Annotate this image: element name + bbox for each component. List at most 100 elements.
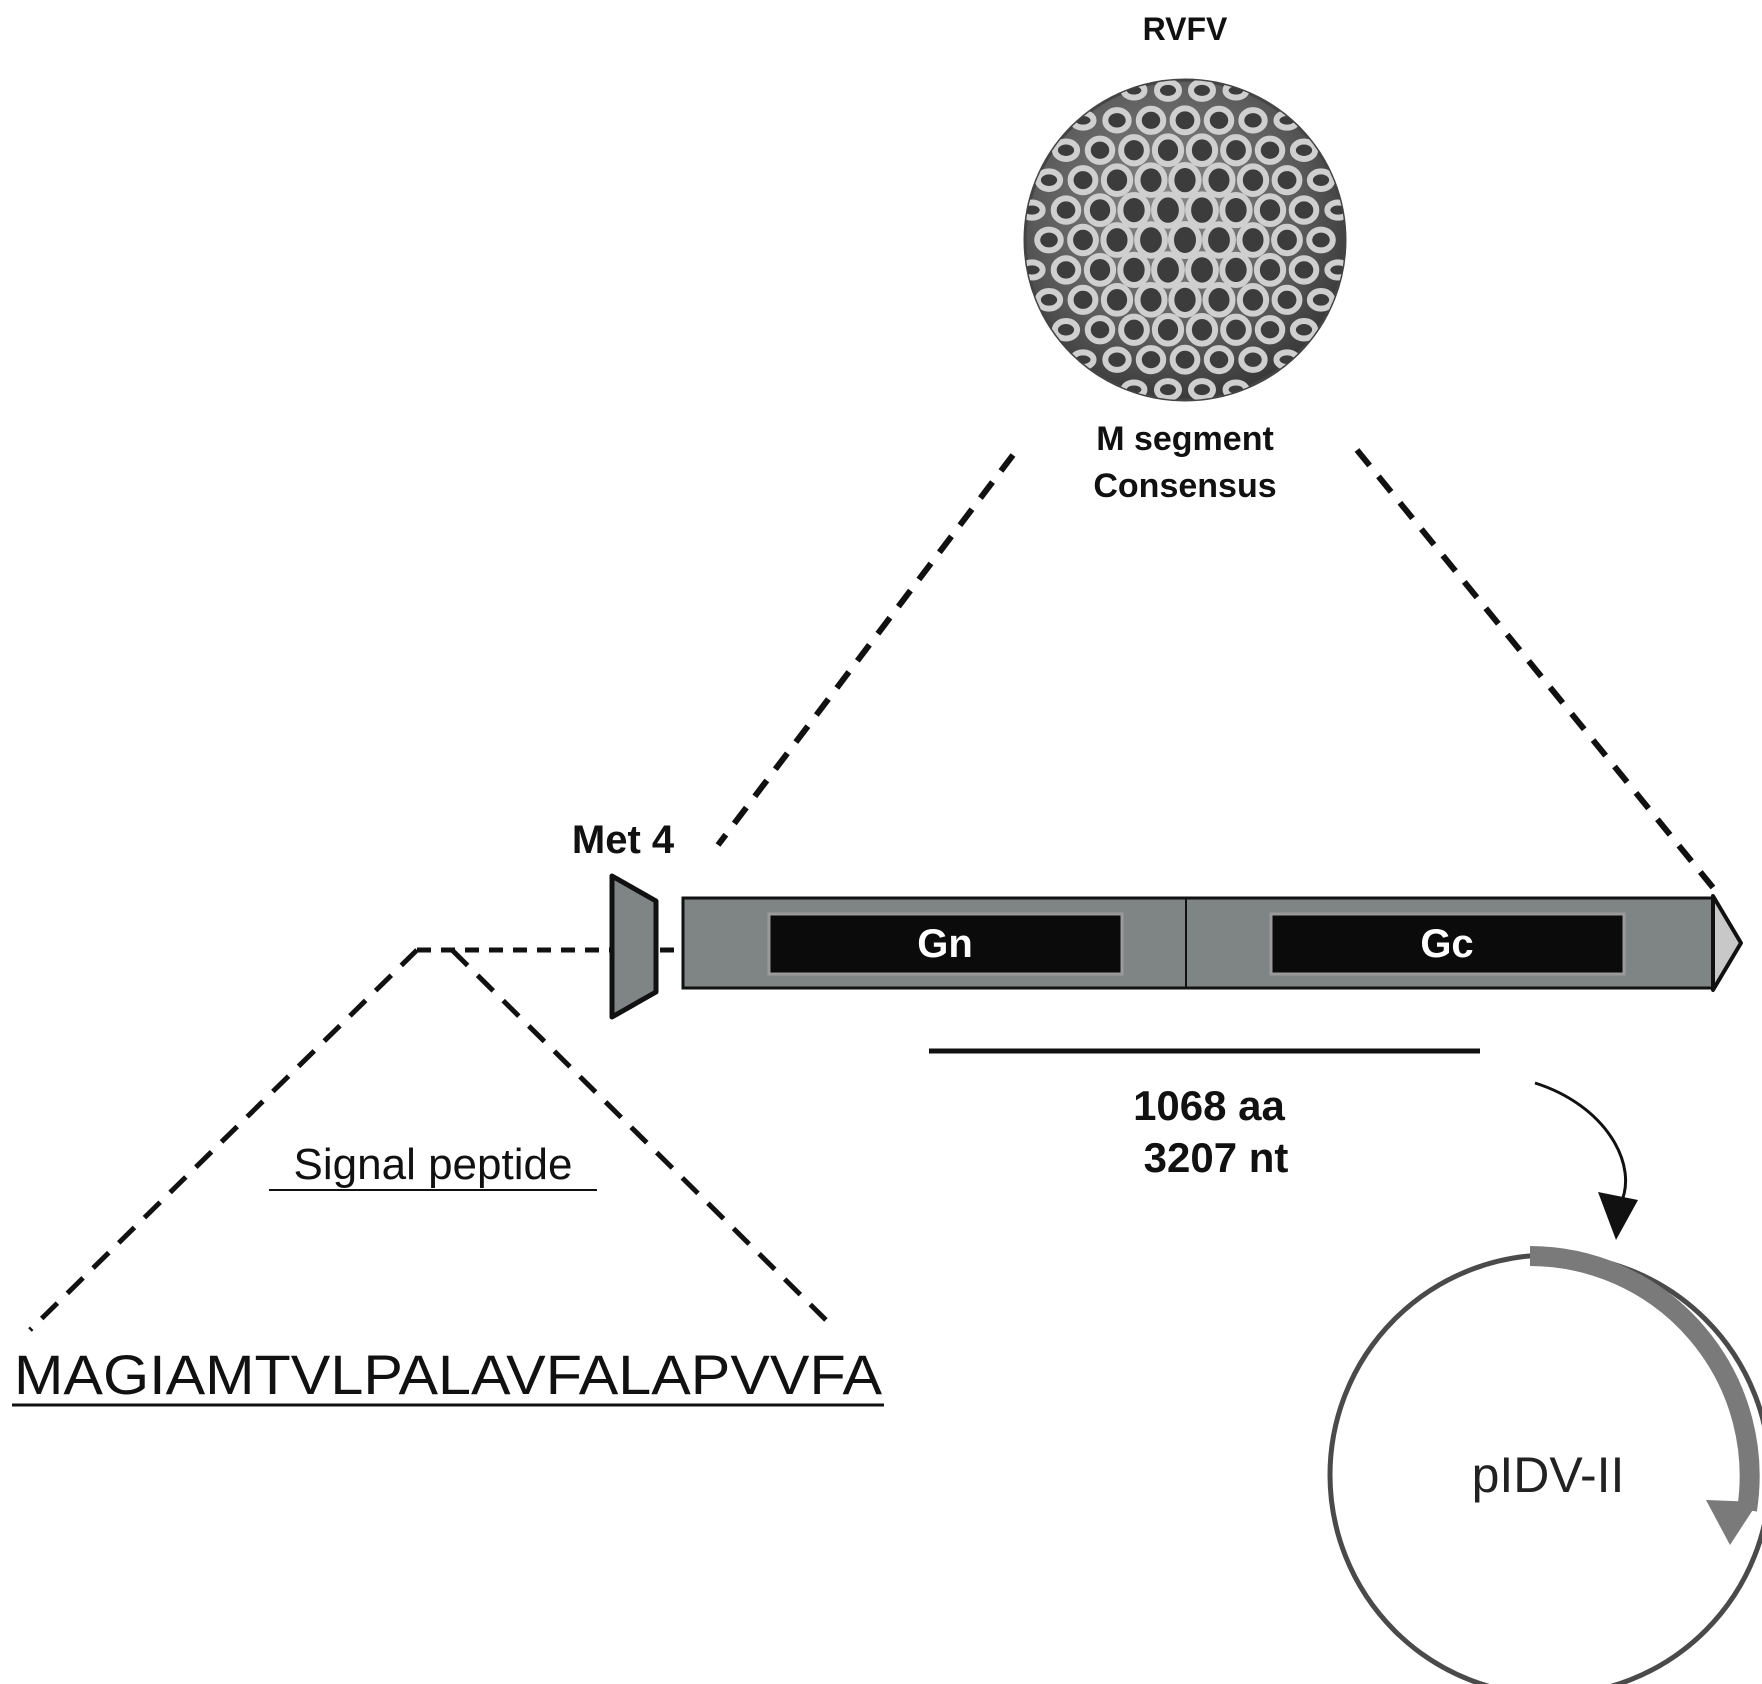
capsomer [1134, 162, 1168, 198]
capsomer [1135, 105, 1167, 135]
capsomer [1236, 222, 1270, 258]
capsomer [1254, 135, 1286, 165]
capsomer [1051, 138, 1081, 162]
capsomer [1185, 312, 1219, 347]
capsomer [1219, 251, 1253, 289]
curved-arrow-icon [1534, 1081, 1627, 1206]
gene-end-arrow-icon [1711, 894, 1743, 992]
capsomer [1289, 138, 1319, 162]
capsomer [1238, 346, 1268, 373]
capsomer [1102, 107, 1132, 134]
capsomer [1187, 378, 1217, 400]
signal-sequence: MAGIAMTVLPALAVFALAPVVFA [14, 1343, 883, 1406]
capsomer [1117, 191, 1151, 229]
capsomer [1253, 253, 1287, 287]
zoom-line-right [1354, 448, 1718, 892]
capsomer [1168, 281, 1202, 318]
capsomer [1100, 222, 1134, 258]
capsomer [1084, 135, 1116, 165]
capsomer [1185, 191, 1219, 229]
capsomer [1288, 195, 1320, 225]
capsomer [1151, 133, 1185, 168]
capsomer [1153, 378, 1183, 400]
capsomer [1151, 191, 1185, 229]
capsomer [1220, 134, 1252, 167]
capsomer [1306, 168, 1336, 192]
capsomer [1169, 105, 1201, 136]
virus-caption-line1: M segment [1096, 420, 1274, 458]
capsomer [1134, 282, 1168, 318]
signal-zoom-line-right [450, 948, 830, 1324]
capsomer [1203, 105, 1235, 135]
capsomer [1202, 282, 1236, 318]
capsomer [1168, 162, 1202, 199]
zoom-line-left [715, 453, 1016, 847]
capsomer [1289, 318, 1319, 342]
capsomer [1185, 251, 1219, 289]
capsomer [1118, 313, 1150, 346]
capsomer [1084, 315, 1116, 345]
capsomer [1034, 226, 1064, 254]
capsomer [1151, 251, 1185, 289]
capsomer [1202, 162, 1236, 198]
capsomer [1102, 346, 1132, 373]
capsomer [1236, 163, 1270, 198]
capsomer [1151, 312, 1185, 347]
capsomer [1324, 199, 1345, 221]
capsomer [1220, 313, 1252, 346]
capsomer [1050, 195, 1082, 225]
capsomer [1306, 288, 1336, 312]
capsomer [1153, 80, 1183, 102]
capsomer [1067, 165, 1099, 196]
capsomer [1324, 259, 1345, 281]
capsomer [1067, 223, 1099, 257]
gc-domain [1269, 912, 1626, 976]
curved-arrow-head-icon [1598, 1192, 1638, 1240]
met4-marker [609, 873, 659, 1020]
gn-domain-label: Gn [917, 922, 973, 966]
plasmid-name: pIDV-II [1472, 1447, 1625, 1503]
capsomer [1271, 223, 1303, 257]
capsomer [1100, 163, 1134, 198]
met4-label: Met 4 [572, 818, 675, 862]
signal-peptide-label: Signal peptide [294, 1140, 573, 1189]
virus-title: RVFV [1143, 11, 1228, 47]
capsomer [1202, 221, 1236, 259]
capsomer [1051, 318, 1081, 342]
capsomer [1100, 282, 1134, 317]
capsomer [1238, 107, 1268, 134]
capsomer [1219, 191, 1253, 229]
capsomer [1169, 344, 1201, 375]
capsomer [1134, 221, 1168, 259]
virus-caption-line2: Consensus [1093, 467, 1276, 505]
capsomer [1050, 255, 1082, 285]
capsomer [1135, 345, 1167, 375]
capsomer [1236, 282, 1270, 317]
capsomer [1185, 133, 1219, 168]
capsomer [1203, 345, 1235, 375]
length-aa-label: 1068 aa [1133, 1082, 1285, 1129]
capsomer [1271, 284, 1303, 315]
capsomer [1254, 315, 1286, 345]
capsomer [1168, 221, 1202, 259]
plasmid-icon [1327, 1246, 1762, 1684]
capsomer [1067, 284, 1099, 315]
virus-particle-icon [1023, 78, 1347, 402]
capsomer [1034, 288, 1064, 312]
capsomer [1083, 253, 1117, 287]
capsomer [1306, 226, 1336, 254]
length-nt-label: 3207 nt [1144, 1134, 1289, 1181]
capsomer [1187, 80, 1217, 102]
capsomer [1034, 168, 1064, 192]
gc-domain-label: Gc [1420, 922, 1473, 966]
capsomer [1288, 255, 1320, 285]
capsomer [1117, 251, 1151, 289]
capsomer [1025, 199, 1046, 221]
capsomer [1025, 259, 1046, 281]
capsomer [1083, 193, 1117, 227]
signal-zoom-line-left [28, 948, 419, 1332]
capsomer [1253, 193, 1287, 227]
capsomer [1271, 165, 1303, 196]
capsomer [1118, 134, 1150, 167]
